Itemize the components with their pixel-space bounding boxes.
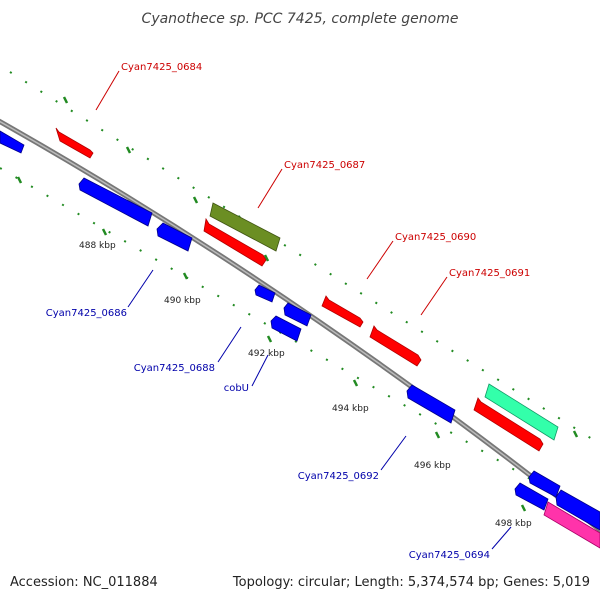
tick-label-488: 488 kbp	[79, 241, 116, 251]
tick-mark	[520, 504, 527, 512]
feature-teal[interactable]	[484, 383, 559, 441]
gene-cobu[interactable]	[270, 315, 302, 342]
tick-mark	[572, 430, 579, 438]
gene-blue-488[interactable]	[156, 222, 193, 252]
gene-blue-498a[interactable]	[528, 470, 561, 498]
genome-summary-text: Topology: circular; Length: 5,374,574 bp…	[232, 575, 590, 590]
tick-mark	[101, 228, 108, 236]
map-title: Cyanothece sp. PCC 7425, complete genome	[142, 11, 459, 27]
tick-label-492: 492 kbp	[248, 349, 285, 359]
tick-mark	[263, 254, 270, 262]
leader-0688	[217, 326, 242, 363]
leader-0691	[420, 276, 448, 316]
tick-mark	[62, 96, 69, 104]
reverse-leaders	[127, 269, 512, 550]
tick-mark	[266, 335, 273, 343]
tick-label-490: 490 kbp	[164, 296, 201, 306]
label-cyan7425-0690[interactable]: Cyan7425_0690	[395, 232, 476, 243]
tick-mark	[16, 176, 23, 184]
genome-backbone-highlight	[0, 120, 600, 531]
tick-mark	[434, 431, 441, 439]
gene-cyan7425-0690[interactable]	[321, 295, 364, 328]
gene-cyan7425-0691[interactable]	[369, 325, 422, 367]
outer-dotted-ring	[9, 71, 600, 445]
gene-cyan7425-0686[interactable]	[78, 177, 153, 227]
gene-cyan7425-0694[interactable]	[514, 482, 549, 511]
gene-blue-left-edge[interactable]	[0, 130, 25, 154]
leader-0686	[127, 269, 154, 308]
label-cyan7425-0687[interactable]: Cyan7425_0687	[284, 160, 365, 171]
tick-mark	[352, 379, 359, 387]
accession-text: Accession: NC_011884	[10, 575, 158, 590]
gene-cyan7425-0684[interactable]	[55, 127, 94, 159]
gene-blue-492[interactable]	[283, 302, 312, 327]
forward-leaders	[95, 70, 448, 316]
leader-0692	[380, 435, 407, 471]
tick-label-496: 496 kbp	[414, 461, 451, 471]
feature-pink[interactable]	[543, 501, 600, 549]
leader-0687	[257, 168, 283, 209]
tick-mark	[192, 196, 199, 204]
gene-cyan7425-0687[interactable]	[203, 217, 267, 267]
gene-red-far-right[interactable]	[473, 397, 544, 452]
label-cyan7425-0694[interactable]: Cyan7425_0694	[409, 550, 490, 561]
label-cyan7425-0688[interactable]: Cyan7425_0688	[134, 363, 215, 374]
label-cyan7425-0686[interactable]: Cyan7425_0686	[46, 308, 127, 319]
leader-cobu	[251, 354, 269, 387]
label-cyan7425-0691[interactable]: Cyan7425_0691	[449, 268, 530, 279]
leader-0694	[491, 526, 512, 550]
tick-label-494: 494 kbp	[332, 404, 369, 414]
gene-cyan7425-0692[interactable]	[406, 384, 456, 424]
label-cobu[interactable]: cobU	[224, 383, 249, 394]
gene-cyan7425-0688[interactable]	[254, 284, 276, 303]
label-cyan7425-0684[interactable]: Cyan7425_0684	[121, 62, 202, 73]
label-cyan7425-0692[interactable]: Cyan7425_0692	[298, 471, 379, 482]
leader-0690	[366, 240, 394, 280]
gene-blue-far-right[interactable]	[555, 489, 600, 531]
leader-0684	[95, 70, 120, 111]
tick-mark	[182, 272, 189, 280]
feature-olive[interactable]	[209, 202, 281, 252]
tick-mark	[125, 146, 132, 154]
tick-label-498: 498 kbp	[495, 519, 532, 529]
inner-dotted-ring	[0, 167, 600, 521]
